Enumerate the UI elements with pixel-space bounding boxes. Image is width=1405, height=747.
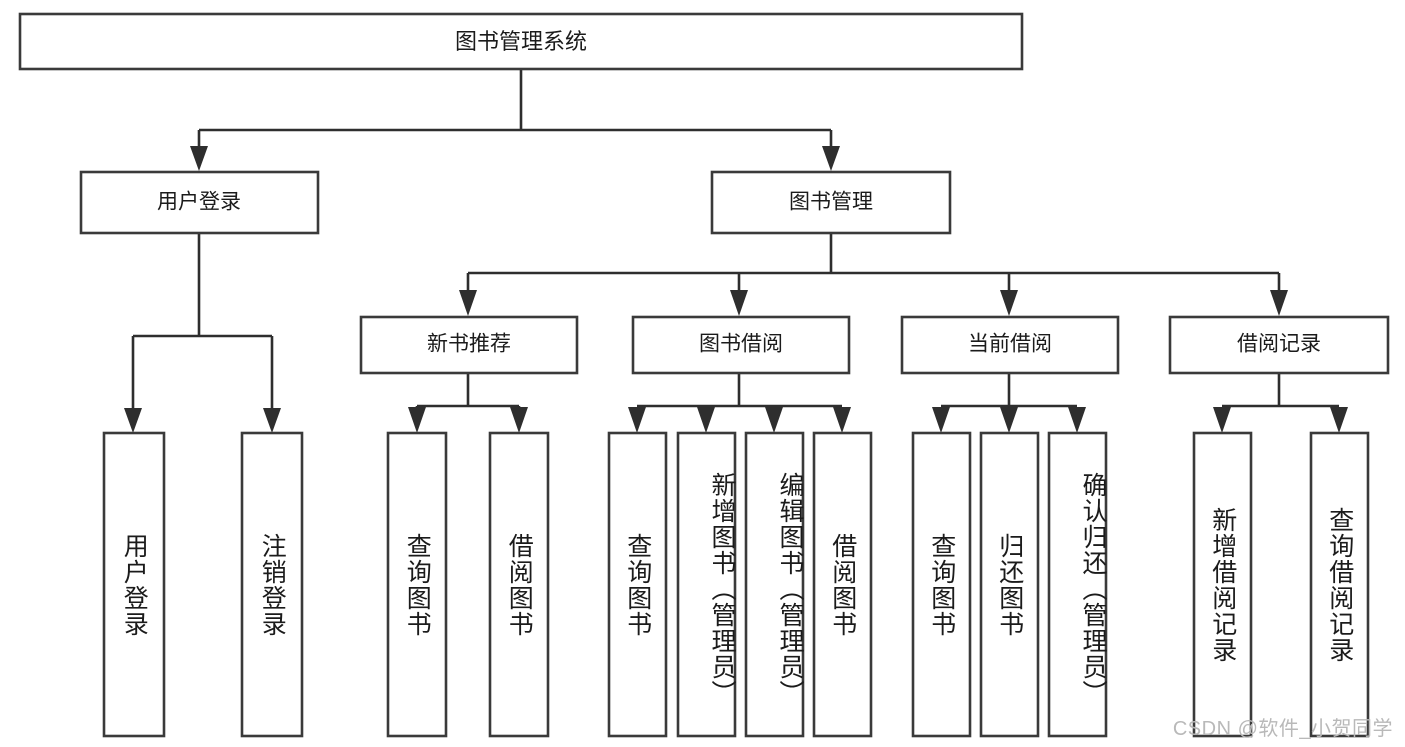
leaf-group-current-borrow [911, 431, 1108, 738]
arrowhead-current-borrow [1000, 290, 1018, 316]
node-root[interactable]: 图书管理系统 [18, 12, 1024, 71]
arrowhead-bb-leaf3 [765, 407, 783, 433]
node-user-login[interactable]: 用户登录 [79, 170, 320, 235]
arrowhead-user-login [190, 146, 208, 171]
leaf-cb-query-book-box[interactable] [911, 431, 972, 738]
node-root-box[interactable] [18, 12, 1024, 71]
node-current-borrow-box[interactable] [900, 315, 1120, 375]
leaf-br-add-record-box[interactable] [1192, 431, 1253, 738]
arrowhead-nbr-leaf2 [510, 407, 528, 433]
arrowhead-bb-leaf4 [833, 407, 851, 433]
leaf-logout-box[interactable] [240, 431, 304, 738]
node-book-management-box[interactable] [710, 170, 952, 235]
arrowhead-book-mgmt [822, 146, 840, 171]
arrowhead-cb-leaf1 [932, 407, 950, 433]
node-current-borrow[interactable]: 当前借阅 [900, 315, 1120, 375]
csdn-watermark: CSDN @软件_小贺同学 [1172, 718, 1393, 740]
connector-group-book-mgmt [459, 233, 1288, 316]
leaf-group-borrow-record [1192, 431, 1370, 738]
connector-group-root [190, 69, 840, 171]
node-new-book-recommend[interactable]: 新书推荐 [359, 315, 579, 375]
leaf-nbr-query-book-box[interactable] [386, 431, 448, 738]
leaf-group-new-book-recommend [386, 431, 550, 738]
node-book-borrow-label: 图书借阅 [699, 333, 783, 356]
node-root-label: 图书管理系统 [455, 29, 587, 54]
leaf-br-query-record-box[interactable] [1309, 431, 1370, 738]
arrowhead-borrow-record [1270, 290, 1288, 316]
leaf-cb-confirm-return-box[interactable] [1047, 431, 1108, 738]
connector-group-current-borrow [932, 373, 1086, 433]
leaf-group-book-borrow [607, 431, 873, 738]
node-user-login-label: 用户登录 [157, 191, 241, 214]
arrowhead-book-borrow [730, 290, 748, 316]
connector-group-new-book-recommend [408, 373, 528, 433]
leaf-bb-query-book-box[interactable] [607, 431, 668, 738]
arrowhead-br-leaf2 [1330, 407, 1348, 433]
node-book-management[interactable]: 图书管理 [710, 170, 952, 235]
arrowhead-cb-leaf3 [1068, 407, 1086, 433]
leaf-user-login-box[interactable] [102, 431, 166, 738]
leaf-group-user-login [102, 431, 304, 738]
node-current-borrow-label: 当前借阅 [968, 333, 1052, 356]
arrowhead-user-login-leaf1 [124, 408, 142, 433]
leaf-bb-edit-book-box[interactable] [744, 431, 805, 738]
node-user-login-box[interactable] [79, 170, 320, 235]
arrowhead-bb-leaf2 [697, 407, 715, 433]
node-borrow-record[interactable]: 借阅记录 [1168, 315, 1390, 375]
node-new-book-recommend-label: 新书推荐 [427, 333, 511, 356]
connector-group-book-borrow [628, 373, 851, 433]
leaf-bb-add-book-box[interactable] [676, 431, 737, 738]
leaf-bb-borrow-book-box[interactable] [812, 431, 873, 738]
leaf-nbr-borrow-book-box[interactable] [488, 431, 550, 738]
connector-group-borrow-record [1213, 373, 1348, 433]
node-borrow-record-box[interactable] [1168, 315, 1390, 375]
arrowhead-bb-leaf1 [628, 407, 646, 433]
node-new-book-recommend-box[interactable] [359, 315, 579, 375]
node-book-borrow[interactable]: 图书借阅 [631, 315, 851, 375]
arrowhead-nbr-leaf1 [408, 407, 426, 433]
node-book-management-label: 图书管理 [789, 191, 873, 214]
leaf-cb-return-book-box[interactable] [979, 431, 1040, 738]
node-borrow-record-label: 借阅记录 [1237, 333, 1321, 356]
node-book-borrow-box[interactable] [631, 315, 851, 375]
arrowhead-user-login-leaf2 [263, 408, 281, 433]
arrowhead-new-book-recommend [459, 290, 477, 316]
arrowhead-br-leaf1 [1213, 407, 1231, 433]
connector-group-user-login [124, 233, 281, 433]
arrowhead-cb-leaf2 [1000, 407, 1018, 433]
